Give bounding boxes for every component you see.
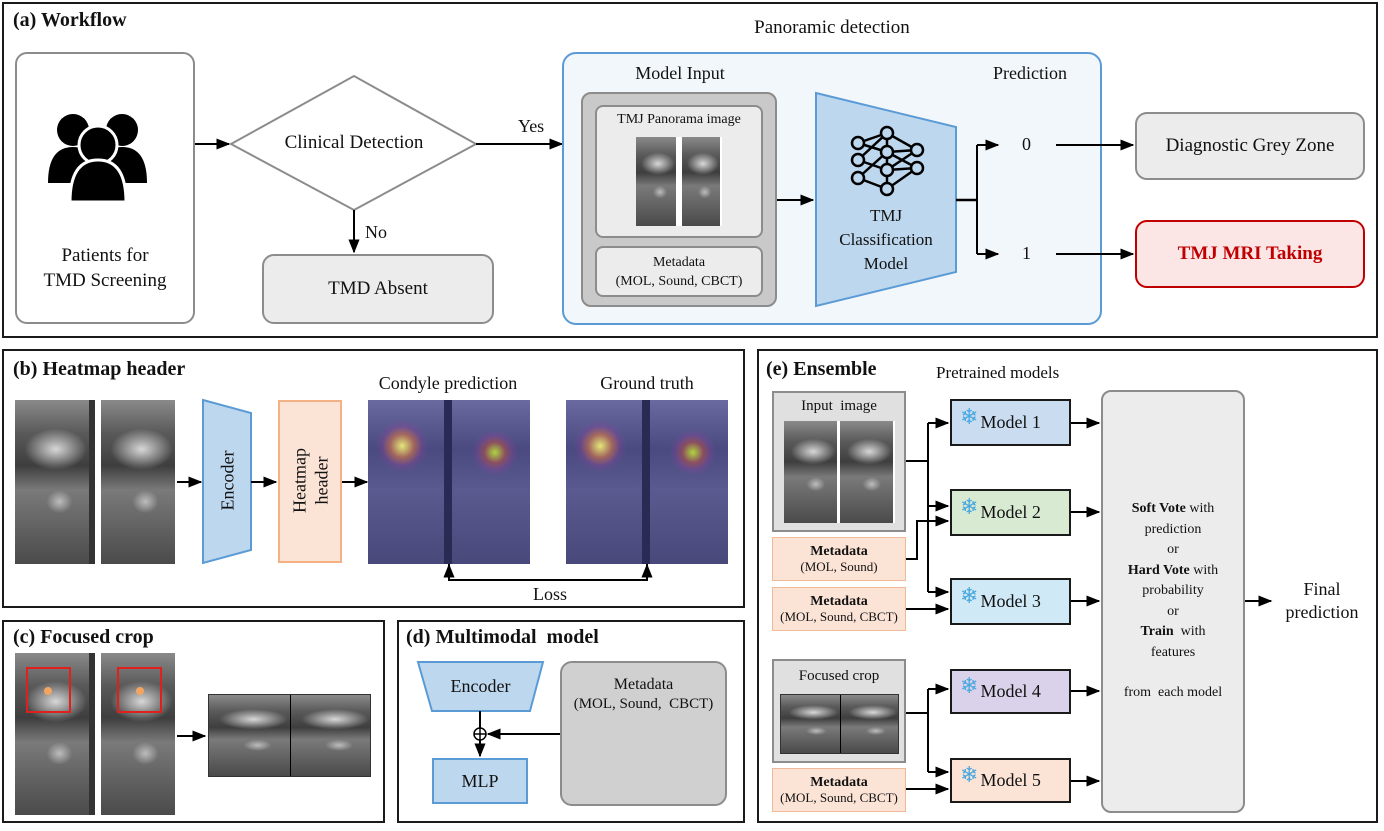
ground-truth-title: Ground truth [600,373,694,393]
panel-a-title: (a) Workflow [13,9,127,31]
soft-vote-rest: with [1185,501,1215,517]
metadata-mol-sound-box: Metadata (MOL, Sound) [772,537,906,581]
mri-box: TMJ MRI Taking [1135,220,1365,288]
meta-b-title: Metadata [810,594,868,609]
snowflake-icon: ❄ [960,761,979,787]
decision-label: Clinical Detection [284,132,424,153]
ensemble-input-xray [784,421,895,523]
classifier-label-2: Classification [839,230,933,249]
snowflake-icon: ❄ [960,493,979,519]
meta-b-items: (MOL, Sound, CBCT) [780,609,898,624]
classifier-label-3: Model [863,254,909,273]
or-2: or [1167,603,1179,619]
pretrained-title: Pretrained models [936,363,1060,382]
cropped-condyle-images [208,694,371,777]
heatmap-header-label-1: Heatmap [289,448,310,513]
patients-label-2: TMD Screening [43,270,167,291]
voting-box: Soft Vote with prediction or Hard Vote w… [1101,390,1245,813]
panel-e-title: (e) Ensemble [766,358,877,380]
yes-label: Yes [518,116,545,136]
output-0-label: 0 [1022,134,1031,154]
metadata-mol-sound-cbct-box: Metadata (MOL, Sound, CBCT) [772,587,906,631]
condyle-prediction-heatmap [368,400,530,564]
train-line: Train with [1140,622,1205,643]
metadata-title-d: Metadata [613,676,674,693]
encoder-label-d: Encoder [450,676,511,696]
meta-a-items: (MOL, Sound) [800,559,878,574]
heatmap-header-box [278,400,342,563]
output-1-label: 1 [1022,243,1031,263]
mri-label: TMJ MRI Taking [1177,243,1323,264]
panel-d-title: (d) Multimodal model [406,626,599,648]
input-image-label: Input image [801,398,877,414]
grey-zone-label: Diagnostic Grey Zone [1165,135,1335,156]
panorama-xray-image [636,137,722,226]
ensemble-crop-xray [780,694,899,754]
model-4-label: Model 4 [980,681,1041,701]
focused-crop-label: Focused crop [798,668,880,684]
snowflake-icon: ❄ [960,582,979,608]
model-1-box: ❄Model 1 [950,399,1071,446]
meta-c-items: (MOL, Sound, CBCT) [780,790,898,805]
model-3-box: ❄Model 3 [950,578,1071,625]
model-1-label: Model 1 [980,412,1041,432]
model-4-box: ❄Model 4 [950,669,1071,714]
metadata-items-d: (MOL, Sound, CBCT) [573,696,714,712]
meta-c-title: Metadata [810,775,868,790]
input-xray-pair [15,400,177,564]
model-2-label: Model 2 [980,502,1041,522]
panel-b-title: (b) Heatmap header [13,358,186,380]
panel-c-title: (c) Focused crop [13,626,154,648]
final-prediction-2: prediction [1285,602,1359,622]
model-input-title: Model Input [635,63,725,83]
patients-label-1: Patients for [61,245,149,266]
model-3-label: Model 3 [980,591,1041,611]
snowflake-icon: ❄ [960,403,979,429]
panorama-image-label: TMJ Panorama image [617,112,741,127]
hard-vote-line: Hard Vote with [1128,561,1218,582]
metadata-group-d [560,661,727,806]
tmd-absent-label: TMD Absent [328,278,428,299]
classifier-label-1: TMJ [869,206,903,225]
hard-vote-rest: with [1189,562,1219,578]
tmd-absent-box: TMD Absent [262,254,494,324]
model-5-box: ❄Model 5 [950,758,1071,803]
panoramic-title: Panoramic detection [754,17,910,38]
condyle-prediction-title: Condyle prediction [378,373,518,393]
encoder-label: Encoder [217,450,238,511]
or-1: or [1167,542,1179,558]
soft-vote-bold: Soft Vote [1131,501,1186,517]
final-prediction-1: Final [1303,579,1341,599]
mlp-box: MLP [432,758,528,804]
metadata-items: (MOL, Sound, CBCT) [615,273,743,289]
model-2-box: ❄Model 2 [950,489,1071,536]
meta-a-title: Metadata [810,544,868,559]
prediction-title: Prediction [993,63,1067,83]
no-label: No [365,222,387,242]
soft-vote-line: Soft Vote with [1132,499,1214,520]
model-5-label: Model 5 [980,770,1041,790]
hard-vote-bold: Hard Vote [1127,562,1190,578]
snowflake-icon: ❄ [960,672,979,698]
crop-source-xray [15,653,177,815]
soft-vote-line-2: prediction [1144,521,1202,537]
metadata-label: Metadata [652,254,706,270]
grey-zone-box: Diagnostic Grey Zone [1135,112,1365,180]
ground-truth-heatmap [566,400,728,564]
train-rest: with [1173,624,1206,640]
metadata-box: Metadata (MOL, Sound, CBCT) [595,246,763,297]
metadata-crop-box: Metadata (MOL, Sound, CBCT) [772,768,906,812]
train-line-2: features [1150,644,1196,660]
hard-vote-line-2: probability [1142,583,1204,599]
mlp-label: MLP [461,770,499,791]
train-bold: Train [1140,624,1174,640]
from-each-model: from each model [1123,685,1223,701]
heatmap-header-label-2: header [311,456,332,505]
loss-label: Loss [532,584,567,604]
